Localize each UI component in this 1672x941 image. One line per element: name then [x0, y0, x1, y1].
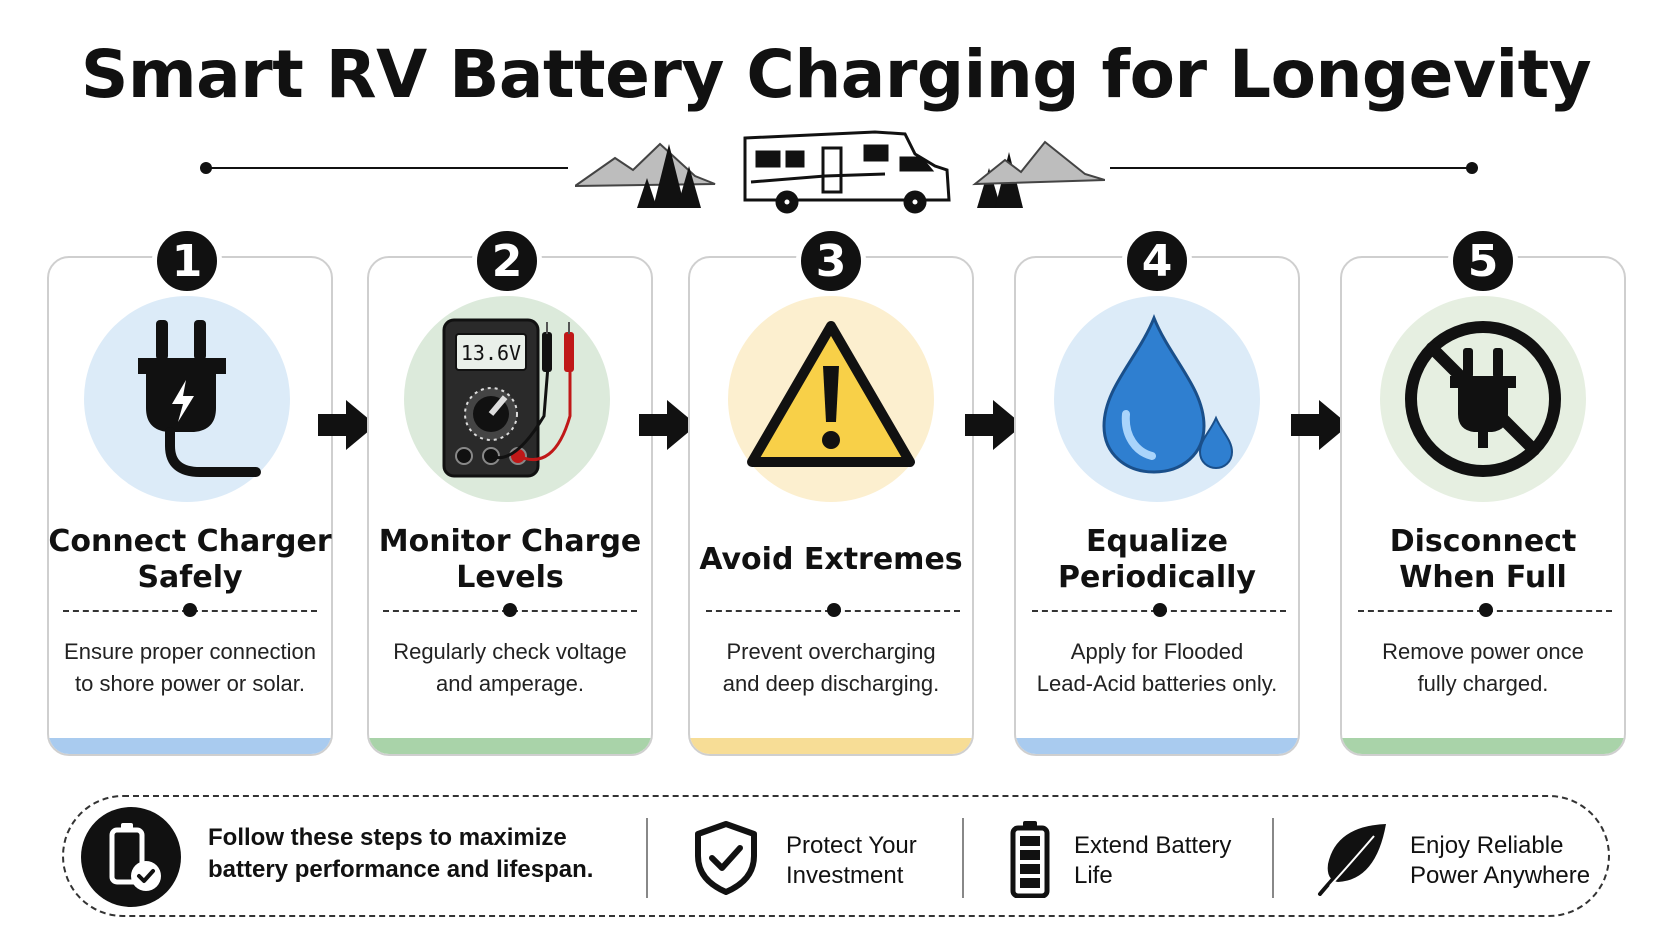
step-title-line2: Safely [137, 560, 243, 595]
no-plug-icon [1405, 321, 1561, 477]
step-desc-line2: and amperage. [436, 671, 584, 696]
card-accent-bar [1016, 738, 1298, 754]
arrow-right-icon [318, 400, 376, 450]
step-number-badge: 3 [796, 226, 866, 296]
step-number-badge: 4 [1122, 226, 1192, 296]
step-desc-line1: Apply for Flooded [1070, 639, 1244, 664]
footer-divider [962, 818, 964, 898]
step-number-badge: 5 [1448, 226, 1518, 296]
step-desc-line2: fully charged. [1417, 671, 1549, 696]
step-title-line1: Equalize [1086, 524, 1228, 559]
footer-message-line2: battery performance and lifespan. [208, 856, 594, 883]
step-desc-line2: to shore power or solar. [75, 671, 305, 696]
step-title-line1: Disconnect [1389, 524, 1577, 559]
card-divider-dot [1153, 603, 1167, 617]
step-desc-line1: Prevent overcharging [726, 639, 936, 664]
footer-message-line1: Follow these steps to maximize [208, 824, 567, 851]
step-title-line2: Levels [456, 560, 564, 595]
card-accent-bar [690, 738, 972, 754]
rv-scene-icon [575, 130, 1105, 214]
card-divider-dot [1479, 603, 1493, 617]
step-title-line1: Avoid Extremes [699, 542, 963, 577]
battery-full-icon [1010, 821, 1050, 898]
meter-reading: 13.6V [461, 341, 521, 365]
header-right-dot [1466, 162, 1478, 174]
card-accent-bar [369, 738, 651, 754]
plug-icon [138, 320, 261, 477]
card-divider-dot [183, 603, 197, 617]
header-left-line [206, 167, 568, 169]
icon-backdrop [728, 296, 934, 502]
card-divider-dot [503, 603, 517, 617]
icon-backdrop [1380, 296, 1586, 502]
step-desc-line1: Remove power once [1382, 639, 1584, 664]
card-divider-dot [827, 603, 841, 617]
water-drop-icon [1102, 313, 1234, 474]
card-accent-bar [1342, 738, 1624, 754]
step-desc-line1: Regularly check voltage [393, 639, 627, 664]
card-accent-bar [49, 738, 331, 754]
benefit-label-line1: Enjoy Reliable [1410, 832, 1564, 859]
icon-backdrop [1054, 296, 1260, 502]
step-title-line2: When Full [1399, 560, 1567, 595]
icon-backdrop [84, 296, 290, 502]
arrow-right-icon [1291, 400, 1349, 450]
step-number-badge: 2 [472, 226, 542, 296]
benefit-label-line2: Power Anywhere [1410, 862, 1591, 889]
benefit-label-line2: Investment [786, 862, 904, 889]
benefit-label-line1: Protect Your [786, 832, 917, 859]
page-title: Smart RV Battery Charging for Longevity [80, 36, 1592, 113]
arrow-right-icon [639, 400, 697, 450]
leaf-icon [1318, 824, 1386, 896]
icon-backdrop: 13.6V [404, 296, 610, 502]
multimeter-icon: 13.6V [442, 318, 574, 478]
warning-icon [747, 321, 915, 467]
benefit-label-line1: Extend Battery [1074, 832, 1232, 859]
header-right-line [1110, 167, 1472, 169]
step-title-line2: Periodically [1058, 560, 1256, 595]
step-number-badge: 1 [152, 226, 222, 296]
shield-check-icon [695, 821, 757, 895]
benefit-label-line2: Life [1074, 862, 1113, 889]
footer-divider [646, 818, 648, 898]
step-desc-line2: and deep discharging. [722, 671, 940, 696]
step-title-line1: Monitor Charge [378, 524, 642, 559]
step-title-line1: Connect Charger [48, 524, 332, 559]
step-desc-line2: Lead-Acid batteries only. [1036, 671, 1278, 696]
footer-divider [1272, 818, 1274, 898]
battery-check-icon [81, 807, 181, 907]
arrow-right-icon [965, 400, 1023, 450]
step-desc-line1: Ensure proper connection [64, 639, 316, 664]
